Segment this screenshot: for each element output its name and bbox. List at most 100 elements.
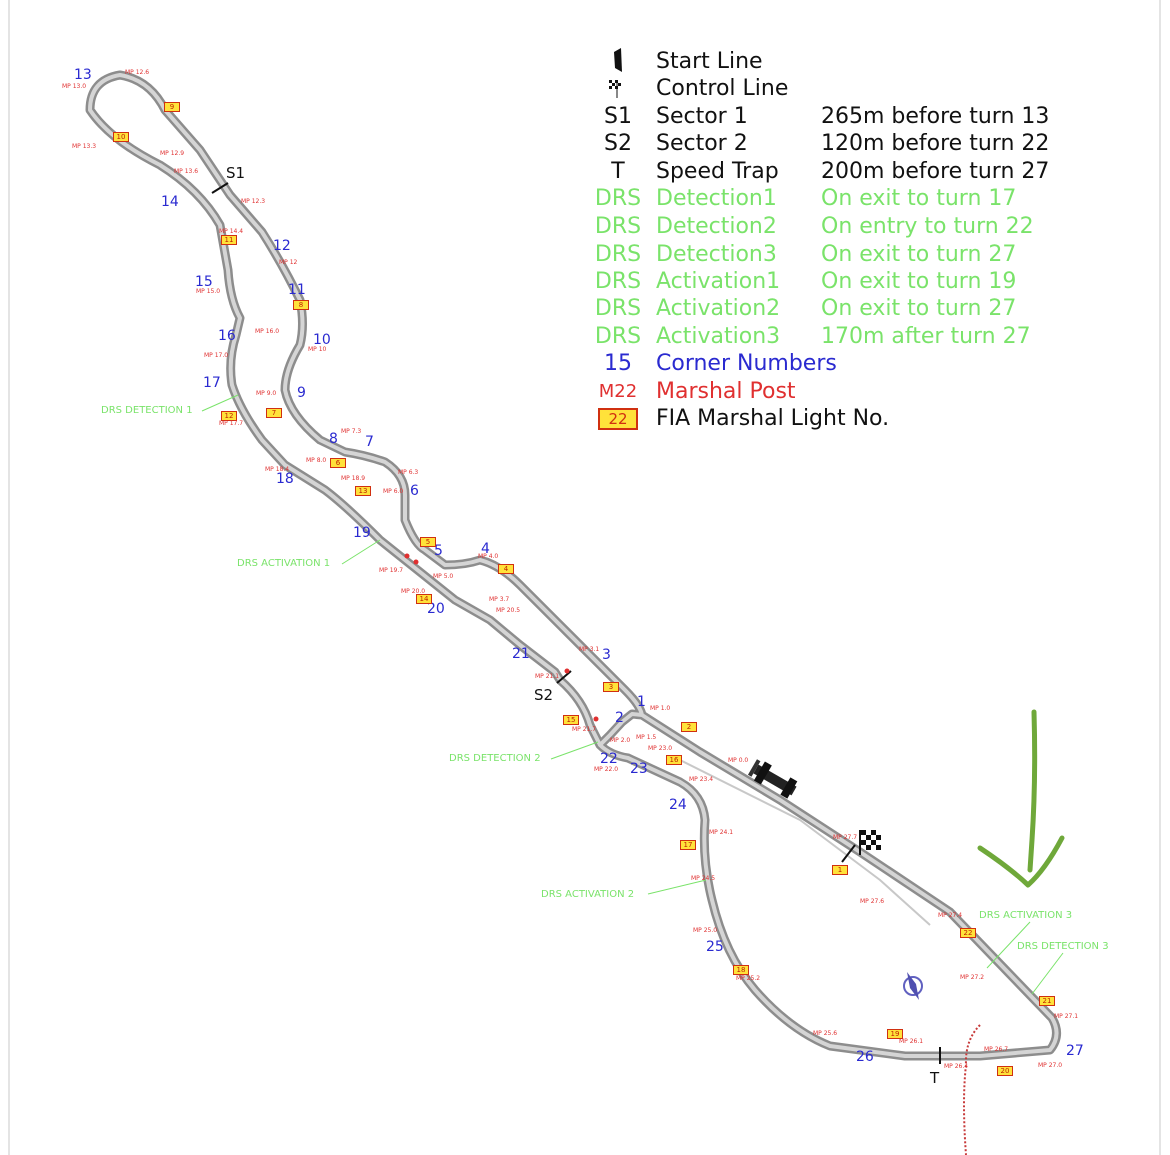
marshal-post: MP 4.0 bbox=[478, 553, 499, 560]
marshal-post: MP 18.9 bbox=[341, 475, 366, 482]
marshal-post: MP 21.1 bbox=[535, 673, 560, 680]
light-box-6: 6 bbox=[330, 458, 346, 468]
legend-drs-detection-1-symbol: DRS bbox=[594, 186, 642, 211]
corner-13: 13 bbox=[74, 67, 92, 83]
light-box-16: 16 bbox=[666, 755, 682, 765]
legend-drs-activation-1-desc: On exit to turn 19 bbox=[821, 269, 1017, 294]
corner-6: 6 bbox=[410, 483, 419, 499]
drs-activation-1-callout: DRS ACTIVATION 1 bbox=[237, 558, 331, 569]
marshal-post: MP 18.4 bbox=[265, 466, 290, 473]
legend-drs-activation-2-symbol: DRS bbox=[594, 296, 642, 321]
corner-18: 18 bbox=[276, 471, 294, 487]
light-box-10: 10 bbox=[113, 132, 129, 142]
marshal-post: MP 27.0 bbox=[1038, 1062, 1063, 1069]
legend-marshal-post-name: Marshal Post bbox=[656, 379, 796, 404]
legend-drs-activation-2-desc: On exit to turn 27 bbox=[821, 296, 1017, 321]
corner-23: 23 bbox=[630, 761, 648, 777]
legend-sector-2-symbol: S2 bbox=[604, 131, 632, 156]
corner-26: 26 bbox=[856, 1049, 874, 1065]
marshal-post: MP 21.7 bbox=[572, 726, 597, 733]
corner-14: 14 bbox=[161, 194, 179, 210]
marshal-post: MP 27.4 bbox=[938, 912, 963, 919]
legend-drs-detection-3-symbol: DRS bbox=[594, 242, 642, 267]
corner-10: 10 bbox=[313, 332, 331, 348]
marshal-post: MP 26.4 bbox=[944, 1063, 969, 1070]
marshal-post: MP 3.1 bbox=[579, 646, 600, 653]
red-dotted-path bbox=[963, 1024, 981, 1155]
legend-drs-detection-1-desc: On exit to turn 17 bbox=[821, 186, 1017, 211]
legend-marshal-post-symbol: M22 bbox=[598, 381, 638, 402]
corner-25: 25 bbox=[706, 939, 724, 955]
marshal-post: MP 23.0 bbox=[648, 745, 673, 752]
marshal-post: MP 27.1 bbox=[1054, 1013, 1079, 1020]
light-box-20: 20 bbox=[997, 1066, 1013, 1076]
marshal-post: MP 6.3 bbox=[398, 469, 419, 476]
corner-17: 17 bbox=[203, 375, 221, 391]
pit-lane bbox=[679, 759, 931, 926]
marshal-post: MP 3.7 bbox=[489, 596, 510, 603]
legend-control-line-name: Control Line bbox=[656, 76, 789, 101]
legend-drs-activation-1-name: Activation1 bbox=[656, 269, 781, 294]
corner-12: 12 bbox=[273, 238, 291, 254]
legend-drs-detection-2-desc: On entry to turn 22 bbox=[821, 214, 1034, 239]
marshal-post: MP 27.6 bbox=[860, 898, 885, 905]
legend-corner-numbers-symbol: 15 bbox=[604, 351, 632, 376]
legend-drs-activation-3-symbol: DRS bbox=[594, 324, 642, 349]
corner-11: 11 bbox=[288, 282, 306, 298]
legend-start-line-name: Start Line bbox=[656, 49, 763, 74]
drs-detection-2-callout: DRS DETECTION 2 bbox=[449, 753, 541, 764]
corner-19: 19 bbox=[353, 525, 371, 541]
compass-icon bbox=[903, 972, 923, 1000]
marshal-post: MP 12 bbox=[279, 259, 298, 266]
corner-16: 16 bbox=[218, 328, 236, 344]
start-line-icon bbox=[614, 48, 622, 72]
corner-21: 21 bbox=[512, 646, 530, 662]
legend-corner-numbers-name: Corner Numbers bbox=[656, 351, 837, 376]
corner-8: 8 bbox=[329, 431, 338, 447]
light-box-5: 5 bbox=[420, 537, 436, 547]
sector-1-label: S1 bbox=[226, 164, 246, 182]
corner-7: 7 bbox=[365, 434, 374, 450]
drs-detection-3-callout: DRS DETECTION 3 bbox=[1017, 941, 1109, 952]
drs-detection-1-callout: DRS DETECTION 1 bbox=[101, 405, 193, 416]
marshal-post: MP 1.5 bbox=[636, 734, 657, 741]
legend-drs-detection-3-desc: On exit to turn 27 bbox=[821, 242, 1017, 267]
marshal-post: MP 5.0 bbox=[433, 573, 454, 580]
legend-sector-2-name: Sector 2 bbox=[656, 131, 748, 156]
legend-sector-1-desc: 265m before turn 13 bbox=[821, 104, 1050, 129]
marshal-post: MP 1.0 bbox=[650, 705, 671, 712]
marshal-post: MP 24.1 bbox=[709, 829, 734, 836]
drs-leader-lines bbox=[201, 394, 1064, 995]
legend-sector-1-name: Sector 1 bbox=[656, 104, 748, 129]
light-box-11: 11 bbox=[221, 235, 237, 245]
marshal-post: MP 20.5 bbox=[496, 607, 521, 614]
green-arrow-icon bbox=[977, 709, 1065, 888]
legend-speed-trap-desc: 200m before turn 27 bbox=[821, 159, 1050, 184]
legend-drs-activation-2-name: Activation2 bbox=[656, 296, 781, 321]
legend-sector-1-symbol: S1 bbox=[604, 104, 632, 129]
marshal-post: MP 13.6 bbox=[174, 168, 199, 175]
legend-drs-activation-3-desc: 170m after turn 27 bbox=[821, 324, 1031, 349]
light-box-22: 22 bbox=[960, 928, 976, 938]
corner-5: 5 bbox=[434, 543, 443, 559]
chequered-flag-icon bbox=[859, 830, 881, 855]
marshal-post: MP 13.3 bbox=[72, 143, 97, 150]
light-box-21: 21 bbox=[1039, 996, 1055, 1006]
marshal-post: MP 12.3 bbox=[241, 198, 266, 205]
sector-1-line bbox=[211, 182, 229, 194]
start-car-icon bbox=[747, 759, 798, 799]
marshal-post: MP 7.3 bbox=[341, 428, 362, 435]
marshal-post: MP 25.2 bbox=[736, 975, 761, 982]
legend-drs-detection-2-symbol: DRS bbox=[594, 214, 642, 239]
marshal-post: MP 6.0 bbox=[383, 488, 404, 495]
marshal-post: MP 26.1 bbox=[899, 1038, 924, 1045]
marshal-post: MP 2.0 bbox=[610, 737, 631, 744]
speed-trap-label: T bbox=[930, 1069, 940, 1087]
light-box-17: 17 bbox=[680, 840, 696, 850]
drs-activation-2-callout: DRS ACTIVATION 2 bbox=[541, 889, 635, 900]
marshal-post: MP 13.0 bbox=[62, 83, 87, 90]
control-line-icon bbox=[609, 80, 621, 98]
legend-speed-trap-symbol: T bbox=[611, 159, 625, 184]
legend-drs-activation-1-symbol: DRS bbox=[594, 269, 642, 294]
light-box-9: 9 bbox=[164, 102, 180, 112]
